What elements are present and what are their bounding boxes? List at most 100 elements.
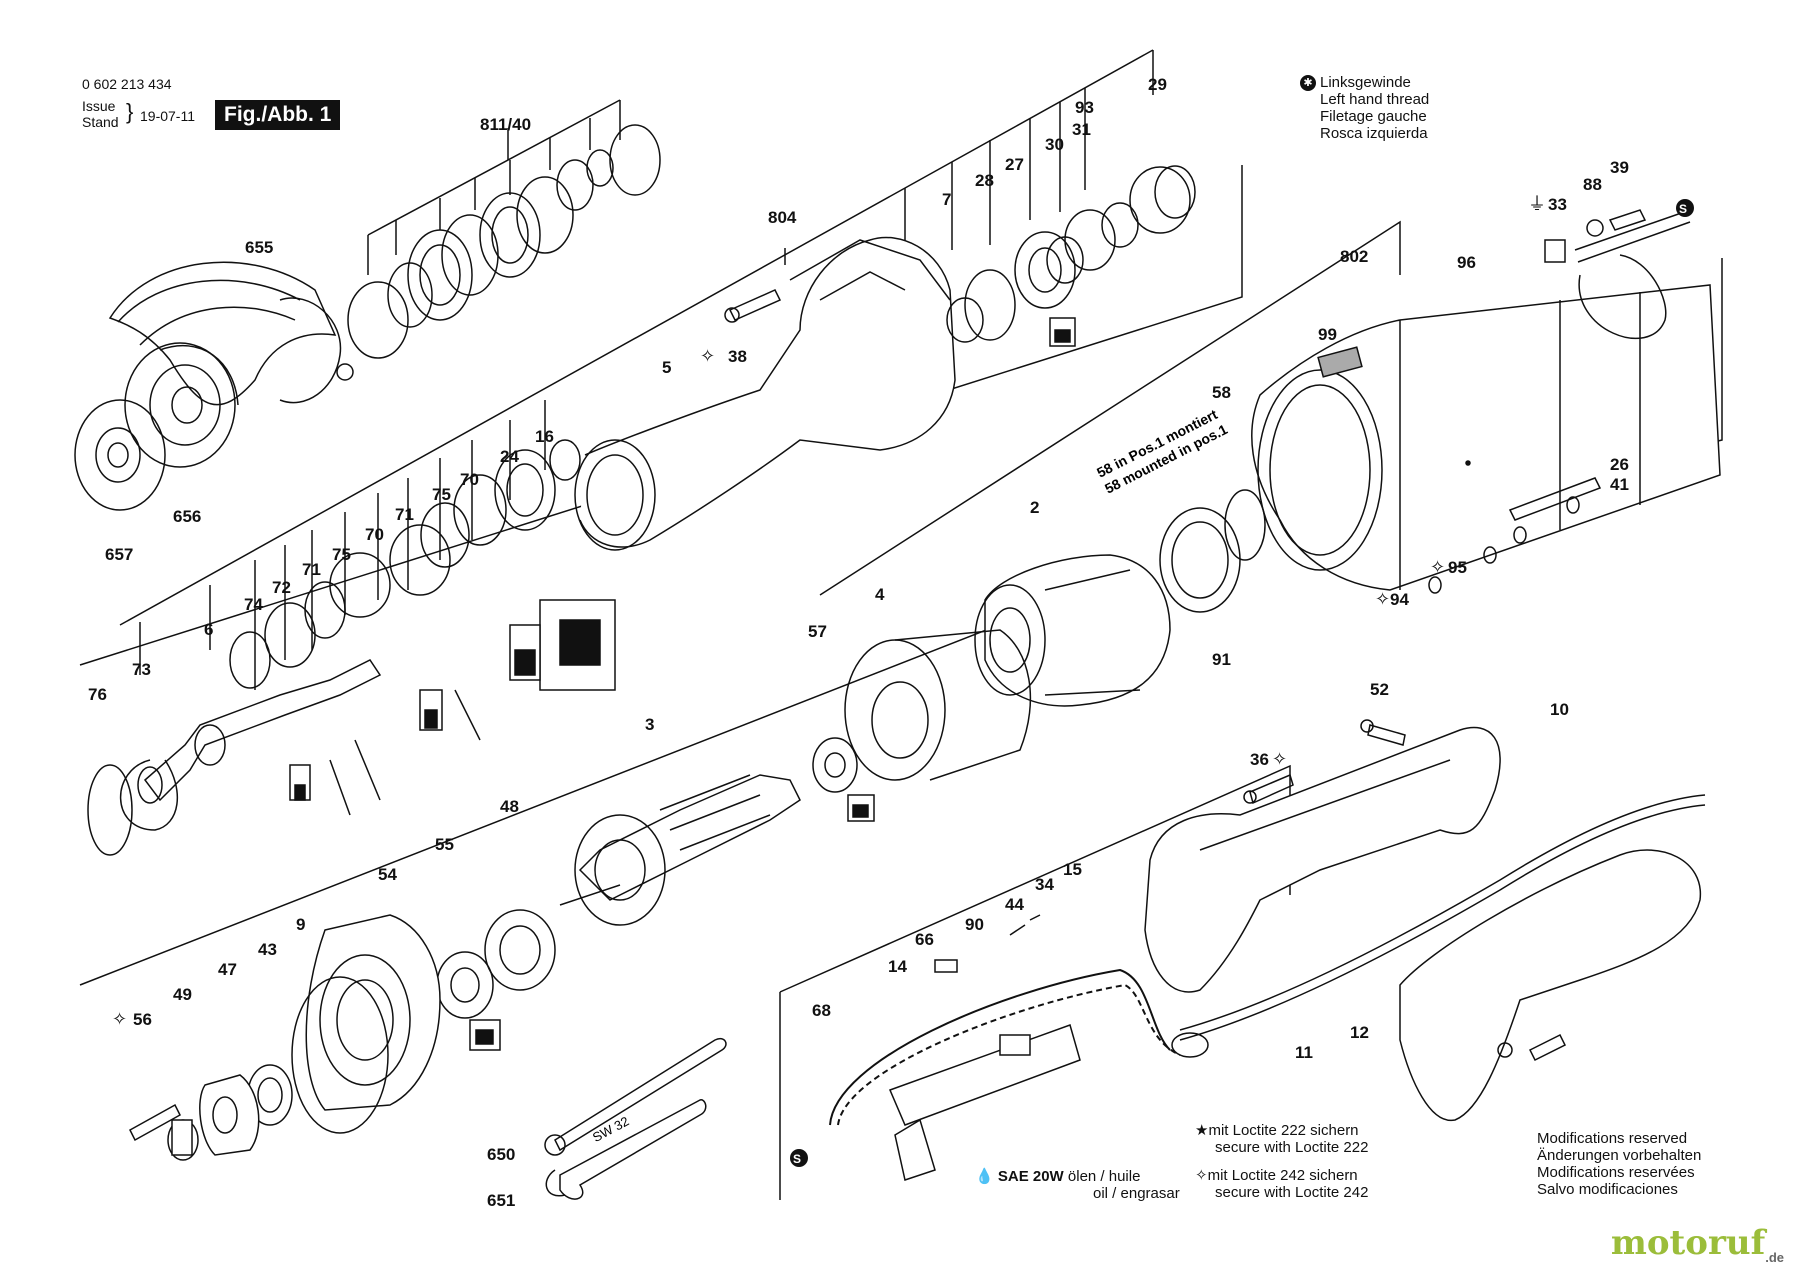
leaders-top-right	[784, 50, 1154, 270]
issue-label: Issue	[82, 98, 116, 114]
loctite242-note: ✧mit Loctite 242 sichern secure with Loc…	[1195, 1167, 1368, 1201]
s-marker-bottom: S	[793, 1152, 801, 1166]
label-14: 14	[888, 957, 907, 976]
legend-line-fr: Filetage gauche	[1320, 108, 1427, 125]
label-71-a: 71	[395, 505, 414, 524]
modifications-fr: Modifications reservées	[1537, 1164, 1695, 1181]
label-91: 91	[1212, 650, 1231, 669]
part-labels: 29 93 31 30 27 28 7 804 811/40 655 656 6…	[88, 75, 1629, 1210]
modifications-en: Modifications reserved	[1537, 1130, 1688, 1147]
label-70-b: 70	[365, 525, 384, 544]
part-6-spindle	[137, 659, 382, 804]
issue-date: 19-07-11	[140, 108, 196, 124]
oil-note: 💧 SAE 20W ölen / huile oil / engrasar	[975, 1168, 1180, 1202]
label-68: 68	[812, 1001, 831, 1020]
loctite242-marker-56: ✧	[112, 1009, 127, 1030]
figure-badge: Fig./Abb. 1	[215, 100, 341, 130]
left-thread-legend: ✱ Linksgewinde Left hand thread Filetage…	[1300, 74, 1429, 142]
oil-line2: oil / engrasar	[1093, 1185, 1180, 1202]
part-73-circlip	[119, 759, 179, 831]
label-29: 29	[1148, 75, 1167, 94]
label-24: 24	[500, 447, 519, 466]
label-2: 2	[1030, 498, 1039, 517]
label-44: 44	[1005, 895, 1024, 914]
part-12-cable	[1179, 794, 1706, 1041]
part-47-bearing-retainer	[199, 1074, 260, 1156]
part-651-open-wrench	[545, 1099, 707, 1200]
label-811-40: 811/40	[480, 115, 531, 134]
part-655-guard	[108, 261, 354, 406]
part-36-screw	[1243, 773, 1294, 805]
label-9: 9	[296, 915, 305, 934]
modifications-de: Änderungen vorbehalten	[1537, 1147, 1702, 1164]
label-651: 651	[487, 1191, 515, 1210]
modifications-note: Modifications reserved Änderungen vorbeh…	[1537, 1130, 1701, 1198]
label-656: 656	[173, 507, 201, 526]
label-11: 11	[1295, 1043, 1313, 1062]
part-number: 0 602 213 434	[82, 76, 172, 92]
label-95: 95	[1448, 558, 1467, 577]
stand-label: Stand	[82, 114, 119, 130]
loctite242-marker-38: ✧	[700, 346, 715, 367]
label-88: 88	[1583, 175, 1602, 194]
brace-icon: }	[126, 99, 134, 124]
label-96: 96	[1457, 253, 1476, 272]
oil-drop-icon: 💧	[975, 1168, 994, 1185]
label-90: 90	[965, 915, 984, 934]
loctite242-en: secure with Loctite 242	[1215, 1184, 1369, 1201]
label-10: 10	[1550, 700, 1569, 719]
label-804: 804	[768, 208, 797, 227]
label-3: 3	[645, 715, 654, 734]
part-91-ring	[1159, 507, 1241, 613]
label-52: 52	[1370, 680, 1389, 699]
label-43: 43	[258, 940, 277, 959]
label-31: 31	[1072, 120, 1091, 139]
part-57-bearing	[812, 737, 875, 822]
label-28: 28	[975, 171, 994, 190]
label-27: 27	[1005, 155, 1024, 174]
loctite222-note: ★mit Loctite 222 sichern secure with Loc…	[1195, 1122, 1368, 1156]
label-38: 38	[728, 347, 747, 366]
loctite242-de: mit Loctite 242 sichern	[1207, 1167, 1358, 1184]
parts-small-screws	[1428, 477, 1602, 594]
part-58-ring	[1224, 489, 1266, 561]
label-657: 657	[105, 545, 133, 564]
part-49-nut	[167, 1119, 199, 1161]
part-3-armature	[559, 774, 801, 926]
label-58: 58	[1212, 383, 1231, 402]
modifications-es: Salvo modificaciones	[1537, 1181, 1678, 1198]
label-70-a: 70	[460, 470, 479, 489]
brand-logo: motoruf.de	[1611, 1223, 1784, 1265]
loctite222-star-icon: ★	[1195, 1122, 1209, 1139]
part-811-rings	[347, 124, 661, 359]
part-55-bearing	[436, 951, 501, 1051]
part-4-fan-shroud	[844, 629, 1032, 781]
label-16: 16	[535, 427, 554, 446]
label-655: 655	[245, 238, 273, 257]
part-9-o-ring	[291, 976, 389, 1134]
label-76: 76	[88, 685, 107, 704]
label-15: 15	[1063, 860, 1082, 879]
parts-shaft-bearings	[229, 439, 616, 816]
part-656-flange	[124, 342, 239, 468]
left-thread-markers: S S	[790, 199, 1694, 1167]
legend-line-en: Left hand thread	[1320, 91, 1430, 108]
label-650: 650	[487, 1145, 515, 1164]
label-56: 56	[133, 1010, 152, 1029]
loctite222-de: mit Loctite 222 sichern	[1208, 1122, 1359, 1139]
part-650-pin-wrench	[544, 1038, 727, 1156]
label-93: 93	[1075, 98, 1094, 117]
s-marker-top: S	[1679, 202, 1687, 216]
part-56-screw	[129, 1103, 181, 1142]
label-34: 34	[1035, 875, 1054, 894]
ground-icon: ⏚	[1528, 194, 1546, 215]
part-12-grip-shell	[1399, 849, 1701, 1121]
oil-grade: SAE 20W	[997, 1168, 1064, 1185]
label-75-a: 75	[432, 485, 451, 504]
label-5: 5	[662, 358, 671, 377]
part-2-stator	[974, 554, 1171, 707]
oil-line1-rest: ölen / huile	[1067, 1168, 1141, 1185]
label-66: 66	[915, 930, 934, 949]
